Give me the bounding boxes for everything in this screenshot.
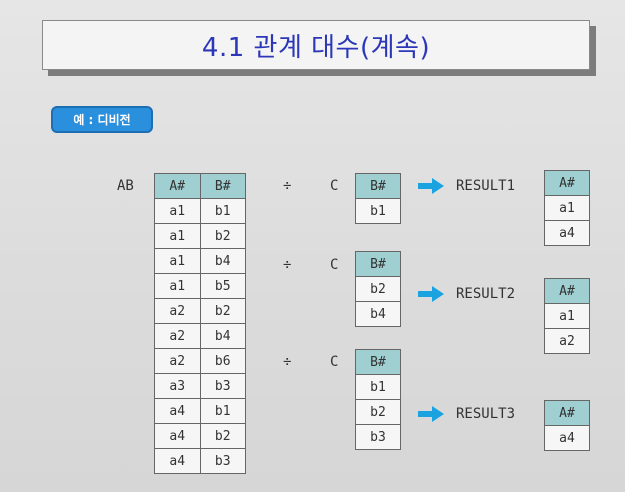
result-label: RESULT2 <box>456 286 516 302</box>
table-row: b2 <box>355 276 401 302</box>
c-cell: b4 <box>355 301 401 327</box>
c-label: C <box>330 178 339 194</box>
result-header: A# <box>544 278 590 304</box>
ab-cell: b2 <box>199 423 246 449</box>
arrow-right-icon <box>418 406 444 422</box>
table-row: A# <box>544 278 590 304</box>
c-header: B# <box>355 173 401 199</box>
result-table-1: A# a1 a4 <box>544 170 590 246</box>
c-label: C <box>330 354 339 370</box>
ab-cell: a3 <box>154 373 201 399</box>
table-row: B# <box>355 349 401 375</box>
table-row: a4 <box>544 425 590 451</box>
c-cell: b1 <box>355 374 401 400</box>
ab-cell: a2 <box>154 323 201 349</box>
table-row: b1 <box>355 374 401 400</box>
ab-cell: a4 <box>154 398 201 424</box>
c-cell: b2 <box>355 276 401 302</box>
ab-cell: b2 <box>199 298 246 324</box>
ab-cell: b1 <box>199 198 246 224</box>
table-row: B# <box>355 251 401 277</box>
result-cell: a1 <box>544 303 590 329</box>
result-label: RESULT1 <box>456 178 516 194</box>
result-header: A# <box>544 170 590 196</box>
ab-cell: b4 <box>199 323 246 349</box>
ab-cell: a2 <box>154 298 201 324</box>
ab-cell: b3 <box>199 448 246 474</box>
ab-cell: b1 <box>199 398 246 424</box>
table-row: a4 <box>544 220 590 246</box>
ab-cell: b4 <box>199 248 246 274</box>
c-table-2: B# b2 b4 <box>355 251 401 327</box>
c-header: B# <box>355 349 401 375</box>
c-header: B# <box>355 251 401 277</box>
c-cell: b2 <box>355 399 401 425</box>
table-row: a2 <box>544 328 590 354</box>
table-row: b2 <box>355 399 401 425</box>
result-table-3: A# a4 <box>544 400 590 451</box>
table-row: A# <box>544 170 590 196</box>
ab-cell: a4 <box>154 448 201 474</box>
division-operator: ÷ <box>283 257 292 273</box>
ab-cell: a2 <box>154 348 201 374</box>
ab-header-a: A# <box>154 173 201 199</box>
ab-header-b: B# <box>199 173 246 199</box>
table-row: a1 <box>544 303 590 329</box>
table-row: b3 <box>355 424 401 450</box>
ab-cell: a4 <box>154 423 201 449</box>
result-cell: a4 <box>544 425 590 451</box>
c-cell: b3 <box>355 424 401 450</box>
c-table-1: B# b1 <box>355 173 401 224</box>
title-box: 4.1 관계 대수(계속) <box>42 20 590 70</box>
table-row: A# <box>544 400 590 426</box>
slide-title: 4.1 관계 대수(계속) <box>201 32 431 63</box>
ab-cell: b6 <box>199 348 246 374</box>
result-cell: a1 <box>544 195 590 221</box>
c-table-3: B# b1 b2 b3 <box>355 349 401 450</box>
table-row: B# <box>355 173 401 199</box>
example-badge: 예 : 디비전 <box>51 106 153 133</box>
table-row: b4 <box>355 301 401 327</box>
ab-header-row: A# B# <box>154 173 246 199</box>
division-operator: ÷ <box>283 354 292 370</box>
table-row: a1 <box>544 195 590 221</box>
ab-cell: a1 <box>154 198 201 224</box>
ab-cell: b2 <box>199 223 246 249</box>
result-header: A# <box>544 400 590 426</box>
ab-cell: a1 <box>154 248 201 274</box>
result-label: RESULT3 <box>456 406 516 422</box>
division-operator: ÷ <box>283 178 292 194</box>
arrow-right-icon <box>418 178 444 194</box>
ab-label: AB <box>117 178 134 194</box>
arrow-right-icon <box>418 286 444 302</box>
c-cell: b1 <box>355 198 401 224</box>
ab-cell: b3 <box>199 373 246 399</box>
result-table-2: A# a1 a2 <box>544 278 590 354</box>
ab-cell: a1 <box>154 223 201 249</box>
result-cell: a4 <box>544 220 590 246</box>
result-cell: a2 <box>544 328 590 354</box>
ab-cell: b5 <box>199 273 246 299</box>
c-label: C <box>330 257 339 273</box>
table-row: b1 <box>355 198 401 224</box>
ab-cell: a1 <box>154 273 201 299</box>
